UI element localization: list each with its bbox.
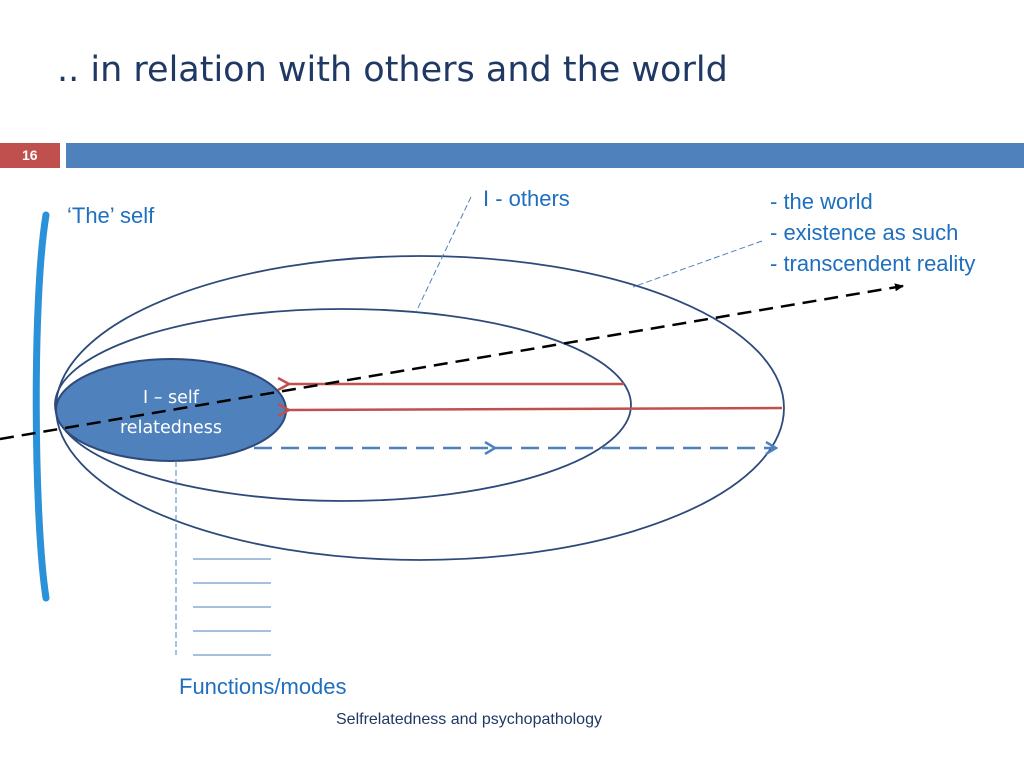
the-self-label: ‘The’ self [67,203,155,228]
world-to-self-arrow [288,408,783,410]
slide-title: .. in relation with others and the world [57,50,728,90]
self-relatedness-label: I – self relatedness [100,383,242,443]
function-lines [193,558,271,656]
functions-modes-label: Functions/modes [179,674,347,699]
world-label-1: - the world [770,189,873,214]
world-label-3: - transcendent reality [770,251,976,276]
footer-text: Selfrelatedness and psychopathology [336,711,602,728]
self-relatedness-line-2: relatedness [120,418,222,438]
slide-number: 16 [22,147,38,163]
middle-ellipse-others [54,308,632,502]
self-bracket [32,211,50,602]
slide-number-box: 16 [0,143,60,168]
i-others-label: I - others [483,186,570,211]
world-leader-line [632,240,763,288]
others-leader-line [415,196,472,313]
world-label-2: - existence as such [770,220,959,245]
world-label-list: - the world - existence as such - transc… [770,186,975,279]
header-band [66,143,1024,168]
self-relatedness-line-1: I – self [143,388,199,408]
